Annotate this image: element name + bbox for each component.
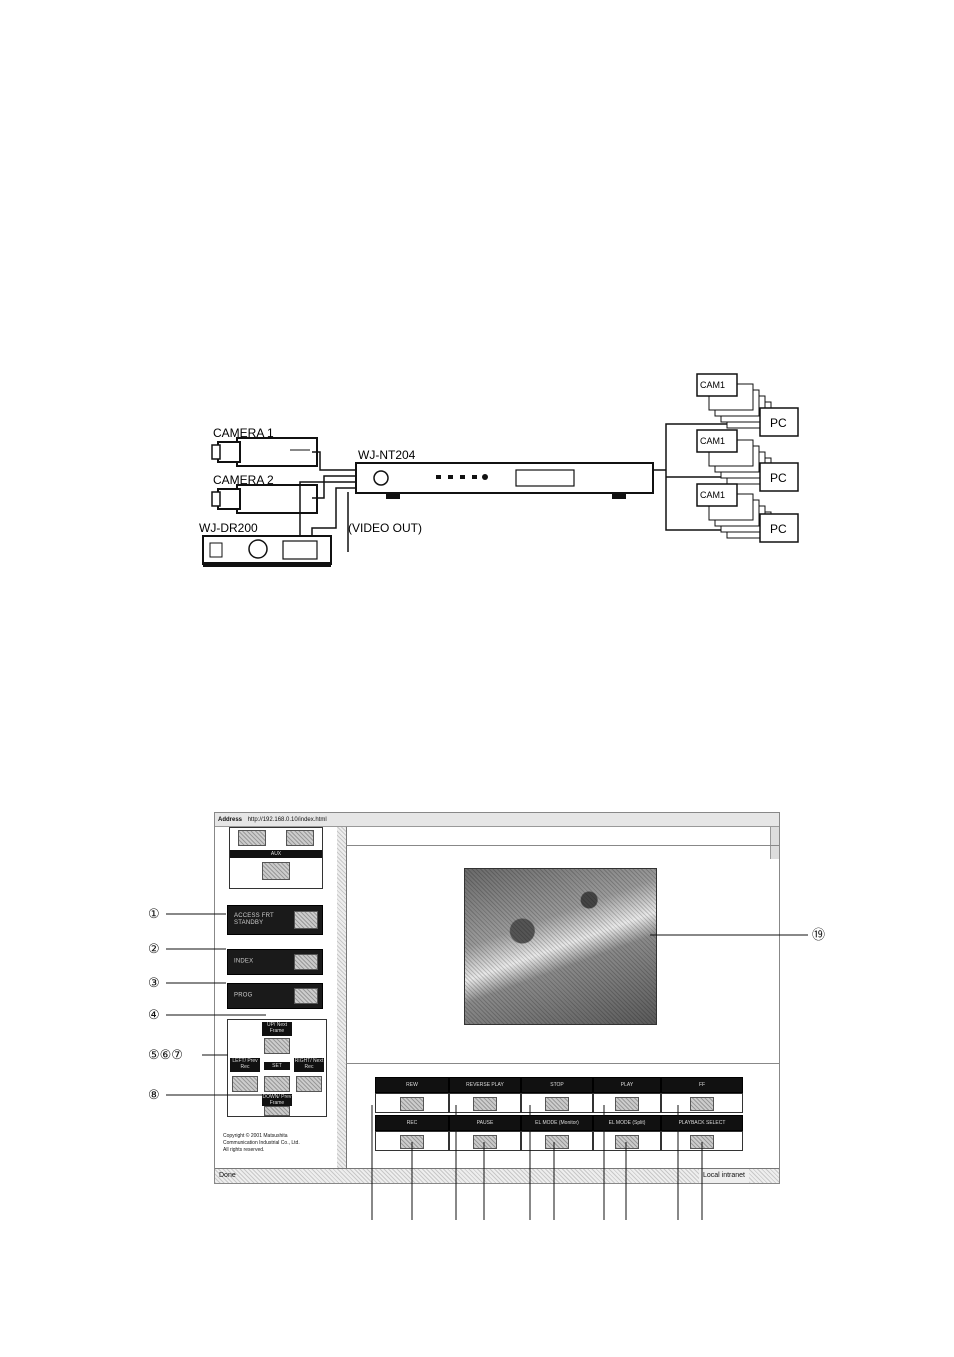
top-divider (346, 845, 779, 846)
el-mode-monitor-cell (521, 1131, 593, 1151)
callout-2: ② (148, 941, 160, 956)
right-next-rec-button[interactable] (296, 1076, 322, 1092)
aux-top-right-button[interactable] (286, 830, 314, 846)
right-label: RIGHT/ Next Rec (294, 1058, 324, 1072)
camera-image-view (464, 868, 657, 1025)
prog-button[interactable]: PROG (227, 983, 323, 1009)
el-mode-split-button[interactable] (615, 1135, 639, 1149)
aux-label: AUX (230, 850, 322, 858)
camera-2-icon (211, 484, 318, 514)
recorder-icon (202, 535, 332, 567)
pc-stack-2: CAM1 PC (696, 429, 799, 492)
stop-button[interactable] (545, 1097, 569, 1111)
index-label: INDEX (234, 958, 254, 965)
system-connection-diagram: CAMERA 1 CAMERA 2 WJ-DR200 WJ-NT204 (199, 373, 799, 567)
up-next-frame-button[interactable] (264, 1038, 290, 1054)
ff-label: FF (661, 1077, 743, 1093)
left-frame-scrollbar[interactable] (337, 827, 347, 1171)
aux-panel: AUX (229, 827, 323, 889)
pause-button[interactable] (473, 1135, 497, 1149)
callout-4: ④ (148, 1007, 160, 1022)
up-label: UP/ Next Frame (262, 1022, 292, 1036)
left-label: LEFT/ Prev Rec (230, 1058, 260, 1072)
prog-key[interactable] (294, 988, 318, 1004)
callout-19: ⑲ (812, 927, 826, 942)
rec-label: REC (375, 1115, 449, 1131)
el-mode-monitor-label: EL MODE (Monitor) (521, 1115, 593, 1131)
stop-label: STOP (521, 1077, 593, 1093)
encoder-label: WJ-NT204 (358, 448, 416, 462)
reverse-play-label: REVERSE PLAY (449, 1077, 521, 1093)
callout-1: ① (148, 906, 160, 921)
pause-cell (449, 1131, 521, 1151)
set-label: SET (264, 1062, 290, 1070)
copyright-notice: Copyright © 2001 Matsushita Communicatio… (223, 1133, 300, 1153)
pc-stack-3: CAM1 PC (696, 483, 799, 543)
rew-button[interactable] (400, 1097, 424, 1111)
access-standby-key[interactable] (294, 911, 318, 929)
callout-3: ③ (148, 975, 160, 990)
set-button[interactable] (264, 1076, 290, 1092)
access-standby-label: ACCESS FRT STANDBY (234, 913, 274, 926)
address-label: Address (218, 817, 243, 823)
status-zone: Local intranet (698, 1169, 749, 1183)
callout-5-6-7: ⑤⑥⑦ (148, 1047, 183, 1062)
index-key[interactable] (294, 954, 318, 970)
el-mode-split-label: EL MODE (Split) (593, 1115, 661, 1131)
rew-cell (375, 1093, 449, 1113)
recorder-label: WJ-DR200 (199, 521, 258, 535)
direction-pad: UP/ Next Frame LEFT/ Prev Rec SET RIGHT/… (227, 1019, 327, 1117)
play-button[interactable] (615, 1097, 639, 1111)
status-bar: Done Local intranet (215, 1168, 779, 1183)
svg-text:CAM1: CAM1 (700, 380, 725, 390)
rew-label: REW (375, 1077, 449, 1093)
prog-label: PROG (234, 992, 253, 999)
pause-label: PAUSE (449, 1115, 521, 1131)
el-mode-monitor-button[interactable] (545, 1135, 569, 1149)
play-cell (593, 1093, 661, 1113)
camera-1-icon (211, 437, 318, 467)
aux-button[interactable] (262, 862, 290, 880)
status-done: Done (219, 1172, 236, 1179)
ff-button[interactable] (690, 1097, 714, 1111)
address-value[interactable]: http://192.168.0.10/index.html (247, 817, 327, 823)
playback-select-label: PLAYBACK SELECT (661, 1115, 743, 1131)
reverse-play-cell (449, 1093, 521, 1113)
down-prev-frame-button[interactable] (264, 1106, 290, 1116)
svg-text:PC: PC (770, 522, 787, 536)
video-out-label: (VIDEO OUT) (348, 521, 422, 535)
ff-cell (661, 1093, 743, 1113)
svg-text:CAM1: CAM1 (700, 490, 725, 500)
camera-2-label: CAMERA 2 (213, 473, 274, 487)
el-mode-split-cell (593, 1131, 661, 1151)
svg-text:PC: PC (770, 471, 787, 485)
play-label: PLAY (593, 1077, 661, 1093)
callout-8: ⑧ (148, 1087, 160, 1102)
aux-top-left-button[interactable] (238, 830, 266, 846)
address-bar[interactable]: Address http://192.168.0.10/index.html (215, 813, 779, 827)
reverse-play-button[interactable] (473, 1097, 497, 1111)
access-standby-button[interactable]: ACCESS FRT STANDBY (227, 905, 323, 935)
middle-divider (346, 1063, 779, 1064)
pc-stack-1: CAM1 PC (696, 373, 799, 437)
left-control-frame: AUX ACCESS FRT STANDBY INDEX PROG UP/ Ne… (215, 827, 338, 1171)
browser-screenshot: Address http://192.168.0.10/index.html A… (214, 812, 780, 1184)
right-frame-scrollbar[interactable] (770, 827, 779, 859)
svg-text:PC: PC (770, 416, 787, 430)
camera-1-label: CAMERA 1 (213, 426, 274, 440)
encoder-icon (355, 462, 654, 499)
stop-cell (521, 1093, 593, 1113)
svg-text:CAM1: CAM1 (700, 436, 725, 446)
index-button[interactable]: INDEX (227, 949, 323, 975)
down-label: DOWN/ Prev Frame (262, 1094, 292, 1106)
left-prev-rec-button[interactable] (232, 1076, 258, 1092)
